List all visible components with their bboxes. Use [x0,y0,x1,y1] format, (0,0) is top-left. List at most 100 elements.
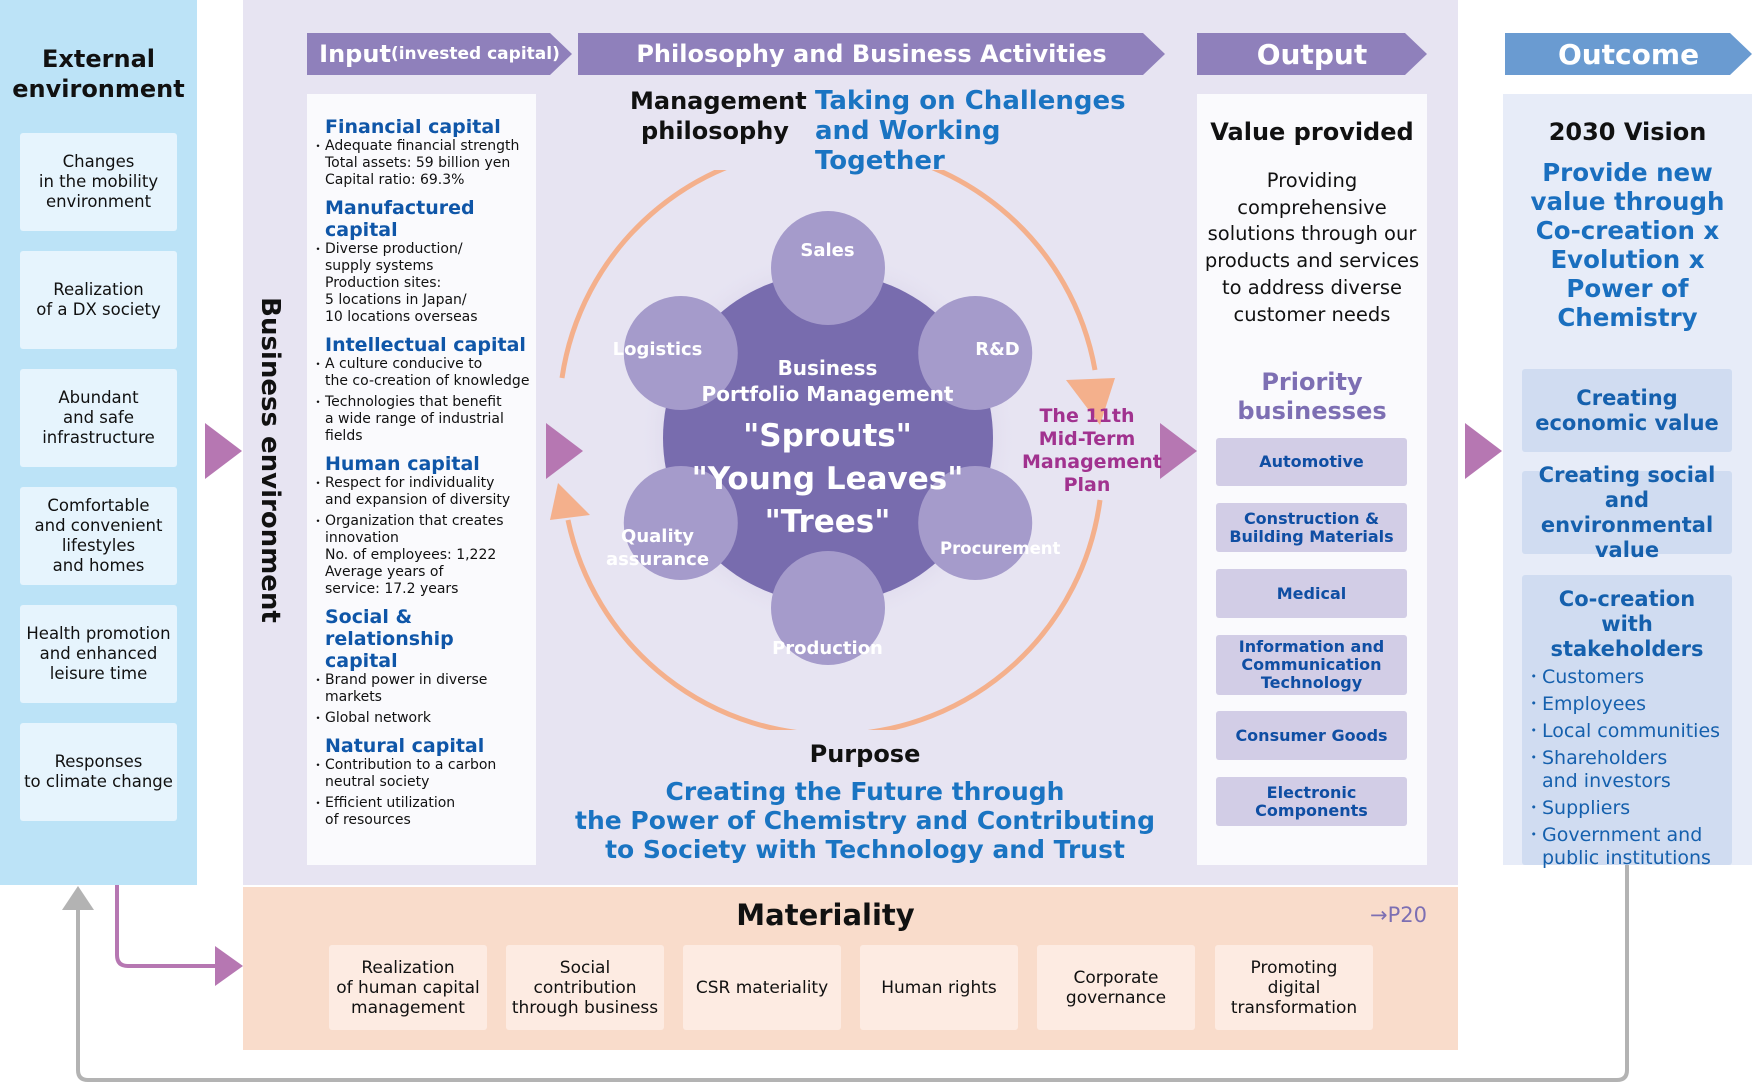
external-item: Responses to climate change [20,723,177,821]
vision-title: 2030 Vision [1548,118,1707,146]
stakeholder-item: Shareholders and investors [1522,747,1732,793]
capital-title: Intellectual capital [325,334,526,356]
capital-title: Financial capital [325,116,501,138]
philosophy-header: Philosophy and Business Activities [578,33,1165,75]
materiality-item: Social contribution through business [506,945,664,1030]
priority-business-item: Information and Communication Technology [1216,635,1407,695]
activity-sales: Sales [800,240,855,261]
materiality-arrow-head [215,946,243,986]
capital-item: Diverse production/ supply systems Produ… [312,241,530,326]
flow-arrow-icon [1160,423,1197,479]
phase-sprouts: "Sprouts" [743,418,912,454]
stakeholder-item: Government and public institutions [1522,824,1732,870]
capital-item: A culture conducive to the co-creation o… [312,356,530,390]
priority-business-item: Automotive [1216,438,1407,486]
portfolio-center-circle [663,273,993,603]
feedback-arrow-head [62,886,94,910]
capital-item: Brand power in diverse markets [312,672,530,706]
business-activities-wheel [550,170,1115,730]
capital-financial: Financial capital Adequate financial str… [312,116,530,189]
external-item: Comfortable and convenient lifestyles an… [20,487,177,585]
activity-circle [623,296,738,410]
stakeholder-item: Local communities [1522,720,1732,743]
activity-logistics: Logistics [612,339,703,360]
external-item: Health promotion and enhanced leisure ti… [20,605,177,703]
activity-production: Production [772,638,883,659]
activity-circle [623,466,738,580]
materiality-link-line [115,885,215,968]
philosophy-header-label: Philosophy and Business Activities [636,40,1107,68]
cycle-arrow-head-right [1066,378,1115,425]
activity-rnd: R&D [975,339,1020,360]
outcome-social-environmental-value: Creating social and environmental value [1522,463,1732,562]
materiality-title: Materiality [736,898,915,932]
activity-circle [771,211,885,325]
business-environment-label: Business environment [248,297,292,623]
materiality-item: Human rights [860,945,1018,1030]
value-provided-text: Providing comprehensive solutions throug… [1204,169,1420,326]
flow-arrow-icon [1465,423,1502,479]
input-header-label: Input [319,40,391,68]
materiality-page-link[interactable]: →P20 [1370,903,1427,927]
input-header: Input(invested capital) [307,33,572,75]
portfolio-center-label: Business Portfolio Management "Sprouts" … [660,355,995,544]
capital-item: Organization that creates innovation No.… [312,513,530,598]
capital-natural: Natural capital Contribution to a carbon… [312,735,530,829]
external-item: Abundant and safe infrastructure [20,369,177,467]
purpose-label: Purpose [809,740,921,768]
capital-title: Human capital [325,453,480,475]
purpose-text: Creating the Future through the Power of… [575,777,1155,864]
priority-business-item: Consumer Goods [1216,711,1407,760]
external-item: Realization of a DX society [20,251,177,349]
cocreation-title: Co-creation with stakeholders [1550,587,1704,661]
cocreation-stakeholders-box: Co-creation with stakeholders Customers … [1522,575,1732,869]
phase-trees: "Trees" [764,504,891,540]
stakeholder-item: Suppliers [1522,797,1732,820]
priority-businesses-title: Priority businesses [1237,368,1387,425]
capital-item: Efficient utilization of resources [312,795,530,829]
cycle-arrow-head-left [550,483,590,520]
cycle-arc-lower [565,499,1103,730]
output-header: Output [1197,33,1427,75]
activity-circle [918,296,1033,410]
input-header-sublabel: (invested capital) [390,44,560,64]
activity-circle [918,466,1033,580]
external-environment-title: External environment [12,45,185,103]
capital-item: Contribution to a carbon neutral society [312,757,530,791]
materiality-item: Corporate governance [1037,945,1195,1030]
stakeholder-item: Employees [1522,693,1732,716]
priority-business-item: Medical [1216,569,1407,618]
capital-item: Global network [312,710,530,727]
flow-arrow-icon [546,423,583,479]
portfolio-title-line1: Business [777,356,878,380]
activity-procurement: Procurement [940,539,1061,558]
capital-item: Technologies that benefit a wide range o… [312,394,530,445]
activity-circle [771,551,885,665]
outcome-economic-value: Creating economic value [1522,369,1732,452]
capital-intellectual: Intellectual capital A culture conducive… [312,334,530,445]
input-capitals-card: Financial capital Adequate financial str… [307,94,536,865]
capital-item: Respect for individuality and expansion … [312,475,530,509]
capital-title: Social & relationship capital [325,606,454,672]
outcome-header-label: Outcome [1557,37,1700,71]
midterm-plan-label: The 11th Mid-Term Management Plan [1022,405,1162,496]
activity-quality-assurance: Quality assurance [605,526,710,570]
value-provided-title: Value provided [1210,118,1414,146]
management-philosophy-text: Taking on Challenges and Working Togethe… [815,86,1126,176]
phase-young-leaves: "Young Leaves" [691,461,964,497]
materiality-item: Realization of human capital management [329,945,487,1030]
capital-social-relationship: Social & relationship capital Brand powe… [312,606,530,727]
capital-title: Manufactured capital [325,197,475,241]
external-item: Changes in the mobility environment [20,133,177,231]
capital-human: Human capital Respect for individuality … [312,453,530,598]
materiality-item: Promoting digital transformation [1215,945,1373,1030]
capital-title: Natural capital [325,735,485,757]
priority-business-item: Electronic Components [1216,777,1407,826]
vision-text: Provide new value through Co-creation x … [1530,158,1725,332]
management-philosophy-label: Management philosophy [630,87,807,145]
stakeholder-item: Customers [1522,666,1732,689]
flow-arrow-icon [205,423,242,479]
outcome-header: Outcome [1505,33,1752,75]
output-header-label: Output [1256,37,1368,71]
business-environment-text: Business environment [255,297,285,623]
